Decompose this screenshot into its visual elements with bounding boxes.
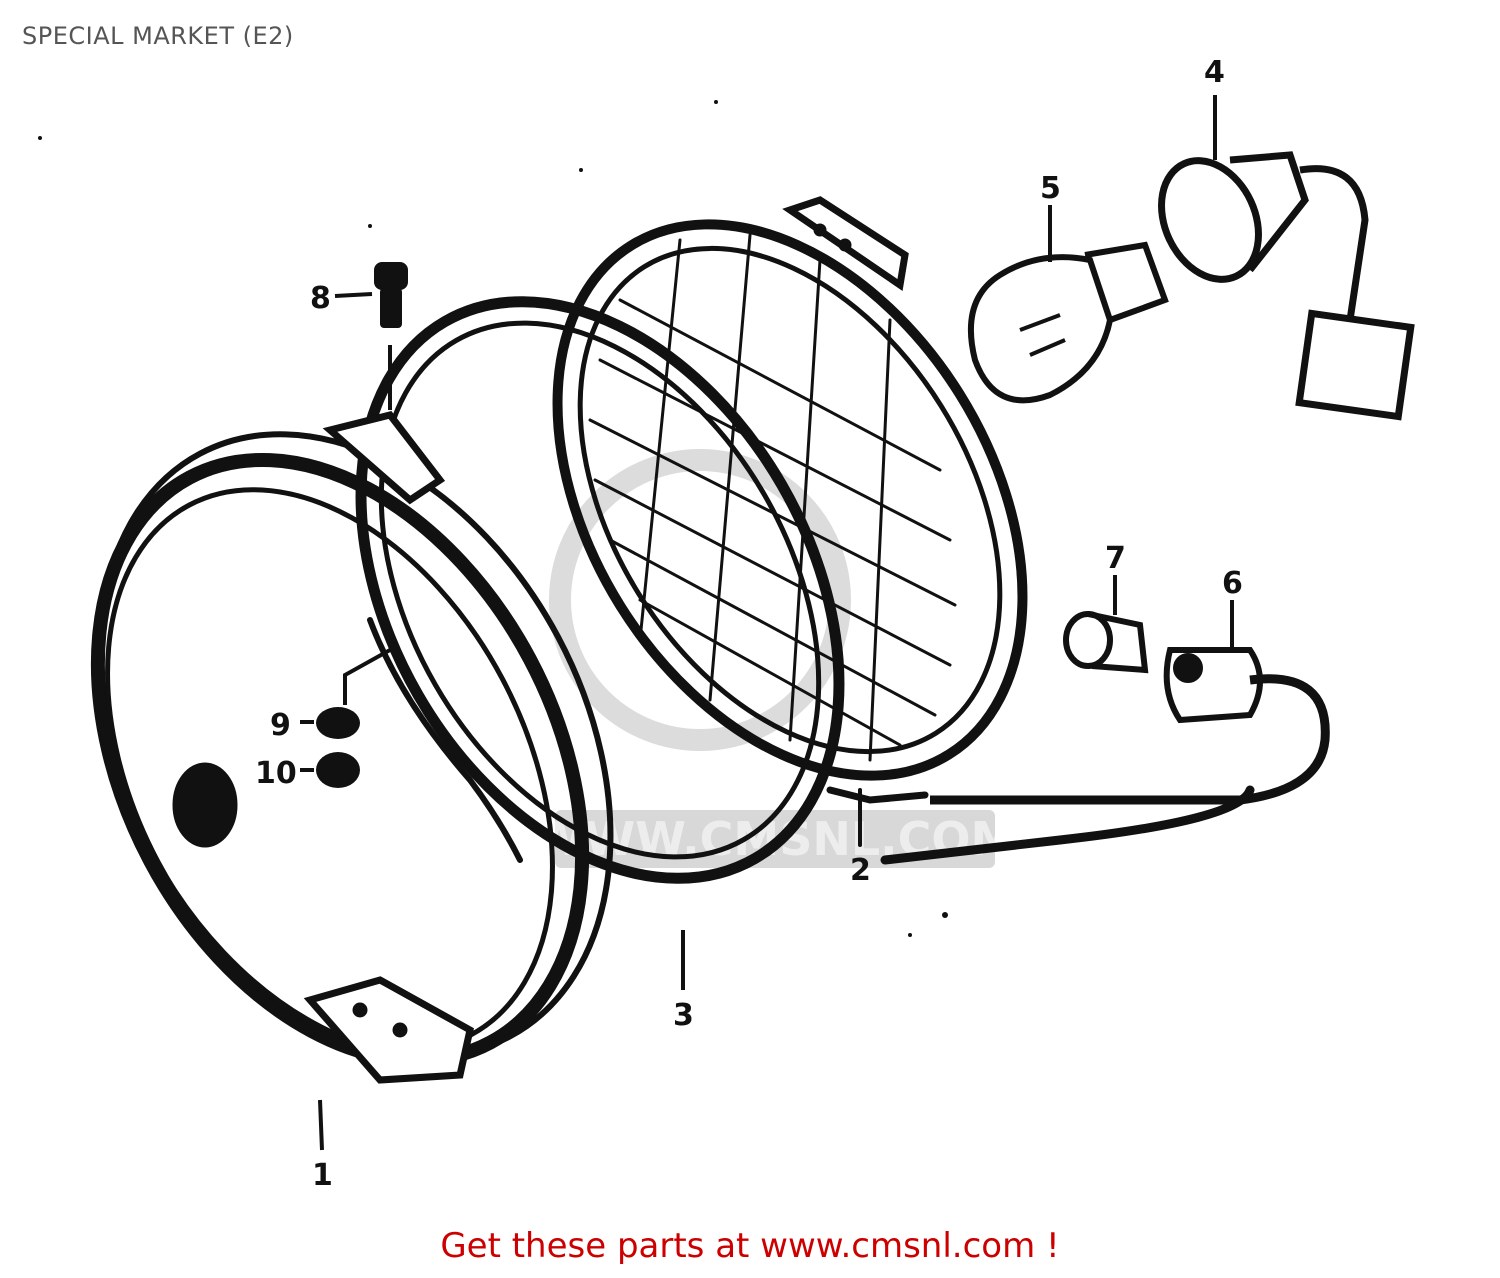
part-headlamp-bulb	[967, 205, 1169, 404]
callout-1: 1	[312, 1158, 333, 1193]
callout-10: 10	[255, 756, 297, 791]
watermark-logo	[549, 449, 851, 751]
callout-3: 3	[673, 998, 694, 1033]
callout-5: 5	[1040, 171, 1061, 206]
part-pilot-bulb	[1063, 575, 1149, 674]
watermark: WWW.CMSNL.COM	[534, 449, 1016, 868]
callout-4: 4	[1204, 55, 1225, 90]
part-lens-unit	[552, 196, 1028, 781]
leader-1	[318, 1099, 324, 1151]
callout-2: 2	[850, 853, 871, 888]
callout-7: 7	[1105, 541, 1126, 576]
part-headlamp-rim	[90, 411, 614, 1084]
page-title: SPECIAL MARKET (E2)	[22, 22, 294, 50]
part-washers	[300, 648, 391, 788]
callout-8: 8	[310, 281, 331, 316]
footer-link[interactable]: Get these parts at www.cmsnl.com !	[440, 1226, 1060, 1266]
part-rim-screw	[334, 262, 408, 410]
part-wiring-lead	[826, 785, 1255, 865]
callout-9: 9	[270, 708, 291, 743]
callout-6: 6	[1222, 566, 1243, 601]
part-lens-ring	[355, 296, 845, 884]
scan-specks	[38, 100, 948, 937]
part-pilot-socket	[930, 600, 1330, 805]
part-bulb-socket	[1158, 95, 1415, 421]
